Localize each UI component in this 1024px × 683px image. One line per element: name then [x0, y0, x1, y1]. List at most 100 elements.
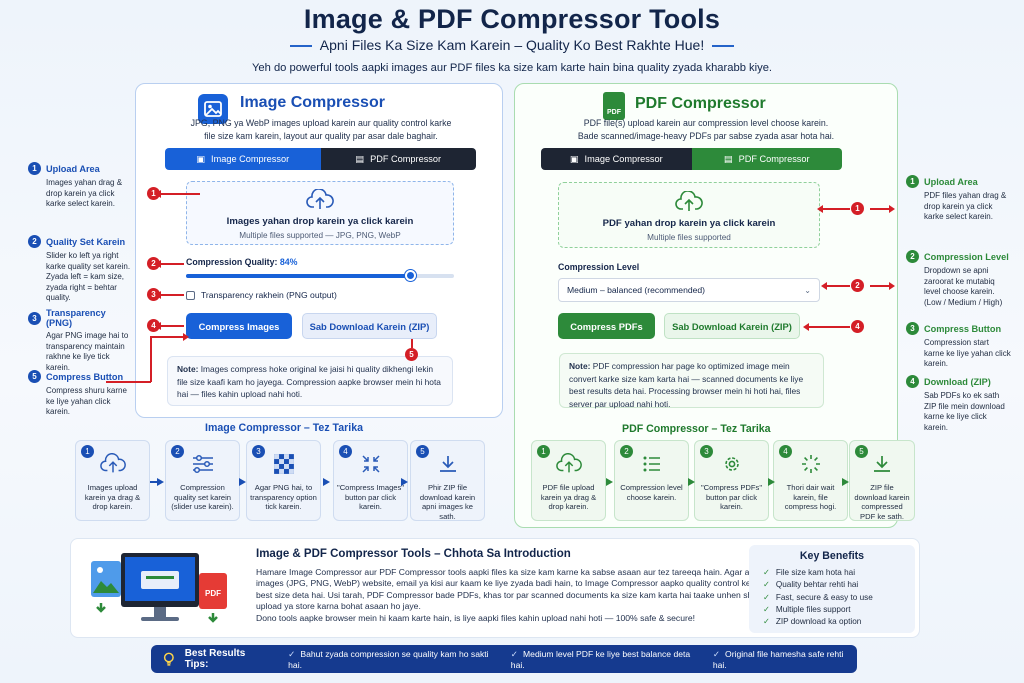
image-step: 5 Phir ZIP file download karein apni ima… — [410, 440, 485, 521]
pointer-line — [155, 291, 184, 298]
pdf-step: 5 ZIP file download karein compressed PD… — [849, 440, 915, 521]
quality-slider-handle[interactable] — [405, 270, 417, 281]
image-drop-zone[interactable]: Images yahan drop karein ya click karein… — [186, 181, 454, 245]
image-step: 1 Images upload karein ya drag & drop ka… — [75, 440, 150, 521]
panel-title: Image Compressor — [240, 94, 385, 111]
pdf-file-icon: PDF — [603, 92, 625, 120]
pointer-line — [155, 322, 184, 329]
marker-badge: 3 — [147, 288, 160, 301]
tab-bar: ▣Image Compressor ▤PDF Compressor — [165, 148, 476, 170]
tips-label: Best Results Tips: — [184, 648, 246, 670]
upload-cloud-icon — [675, 190, 703, 211]
tab-pdf-compressor[interactable]: ▤PDF Compressor — [691, 148, 842, 170]
step-arrow — [606, 478, 613, 486]
panel-title: PDF Compressor — [635, 95, 766, 112]
download-zip-button[interactable]: Sab Download Karein (ZIP) — [664, 313, 800, 339]
compress-pdfs-button[interactable]: Compress PDFs — [558, 313, 655, 339]
pdf-drop-zone[interactable]: PDF yahan drop karein ya click karein Mu… — [558, 182, 820, 248]
pdf-step: 1 PDF file upload karein ya drag & drop … — [531, 440, 606, 521]
tab-image-compressor[interactable]: ▣Image Compressor — [541, 148, 692, 170]
marker-badge: 4 — [147, 319, 160, 332]
benefit-item: Multiple files support — [763, 604, 915, 616]
marker-badge: 1 — [851, 202, 864, 215]
step-arrow — [157, 478, 164, 486]
pointer-line — [155, 260, 184, 267]
lightbulb-icon — [163, 652, 174, 666]
key-benefits-box: Key Benefits File size kam hota hai Qual… — [749, 545, 915, 633]
key-benefits-title: Key Benefits — [799, 550, 865, 562]
list-icon — [643, 456, 660, 472]
sliders-icon — [192, 454, 213, 474]
intro-title: Image & PDF Compressor Tools – Chhota Sa… — [256, 548, 571, 560]
tips-bar: Best Results Tips: Bahut zyada compressi… — [151, 645, 857, 673]
download-zip-button[interactable]: Sab Download Karein (ZIP) — [302, 313, 437, 339]
compression-level-select[interactable]: Medium – balanced (recommended)⌄ — [558, 278, 820, 302]
step-arrow — [323, 478, 330, 486]
compress-images-button[interactable]: Compress Images — [186, 313, 292, 339]
marker-badge: 2 — [851, 279, 864, 292]
quality-slider[interactable] — [186, 270, 454, 281]
upload-cloud-icon — [555, 453, 582, 473]
marker-badge: 1 — [147, 187, 160, 200]
pointer-line — [155, 190, 200, 197]
marker-badge: 5 — [405, 348, 418, 361]
image-step: 4 "Compress Images" button par click kar… — [333, 440, 408, 521]
pdf-steps-title: PDF Compressor – Tez Tarika — [622, 423, 771, 435]
benefit-item: Quality behtar rehti hai — [763, 579, 915, 591]
image-step: 2 Compression quality set karein (slider… — [165, 440, 240, 521]
image-note: Note: Images compress hoke original ke j… — [167, 356, 453, 406]
tab-image-compressor[interactable]: ▣Image Compressor — [165, 148, 321, 170]
gear-icon — [724, 457, 739, 471]
intro-body: Hamare Image Compressor aur PDF Compress… — [256, 567, 770, 623]
image-icon — [198, 94, 228, 124]
compress-icon — [361, 455, 380, 473]
compression-level-label: Compression Level — [558, 262, 640, 272]
step-arrow — [401, 478, 408, 486]
upload-cloud-icon — [99, 453, 126, 473]
pointer-line — [870, 282, 895, 289]
transparency-checkbox[interactable] — [186, 290, 195, 300]
page-description: Yeh do powerful tools aapki images aur P… — [251, 62, 773, 74]
pdf-step: 3 "Compress PDFs" button par click karei… — [694, 440, 769, 521]
spinner-icon — [801, 455, 820, 473]
step-arrow — [768, 478, 775, 486]
tip-item: Bahut zyada compression se quality kam h… — [288, 649, 501, 670]
tab-pdf-compressor[interactable]: ▤PDF Compressor — [320, 148, 476, 170]
page-title: Image & PDF Compressor Tools — [303, 4, 721, 34]
upload-cloud-icon — [306, 188, 334, 209]
pointer-line — [817, 205, 850, 212]
chevron-down-icon: ⌄ — [804, 285, 811, 295]
pdf-badge: PDF — [205, 589, 221, 598]
quality-slider-fill — [186, 274, 412, 278]
step-arrow — [842, 478, 849, 486]
computer-illustration: PDF — [83, 547, 243, 633]
quality-label: Compression Quality: 84% — [186, 257, 298, 267]
pointer-line — [150, 333, 189, 340]
image-compressor-panel: Image Compressor JPG, PNG ya WebP images… — [135, 83, 503, 418]
image-icon: ▣ — [569, 153, 579, 164]
image-step: 3 Agar PNG hai, to transparency option t… — [246, 440, 321, 521]
step-arrow — [688, 478, 695, 486]
pointer-line — [803, 323, 850, 330]
download-icon — [874, 456, 890, 472]
tip-item: Medium level PDF ke liye best balance de… — [511, 649, 703, 670]
image-icon: ▣ — [196, 153, 206, 164]
pdf-step: 4 Thori dair wait karein, file compress … — [773, 440, 848, 521]
pointer-line — [106, 381, 151, 383]
intro-section: PDF Image & PDF Compressor Tools – Chhot… — [70, 538, 920, 638]
pdf-note: Note: PDF compression har page ko optimi… — [559, 353, 824, 409]
pointer-line — [411, 339, 413, 348]
transparency-option[interactable]: Transparency rakhein (PNG output) — [186, 290, 337, 300]
benefit-item: File size kam hota hai — [763, 567, 915, 579]
pointer-line — [821, 282, 850, 289]
step-arrow — [239, 478, 246, 486]
marker-badge: 2 — [147, 257, 160, 270]
marker-badge: 4 — [851, 320, 864, 333]
document-icon: ▤ — [355, 153, 365, 164]
